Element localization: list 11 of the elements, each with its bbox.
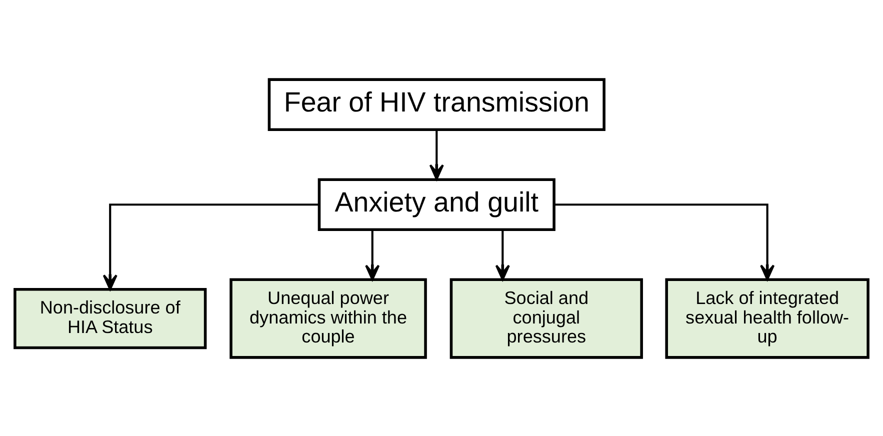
node-box: Non-disclosure of HIA Status (14, 287, 207, 349)
arrow (554, 203, 775, 280)
node-box: Lack of integrated sexual health follow-up (665, 278, 870, 358)
arrow (365, 229, 380, 280)
node-box: Fear of HIV transmission (268, 78, 606, 130)
node-box: Social and conjugal pressures (450, 278, 643, 358)
node-box: Anxiety and guilt (318, 178, 556, 230)
arrow (495, 229, 510, 280)
node-box: Unequal power dynamics within the couple (230, 278, 427, 358)
arrow (429, 129, 444, 180)
arrow (102, 203, 320, 290)
